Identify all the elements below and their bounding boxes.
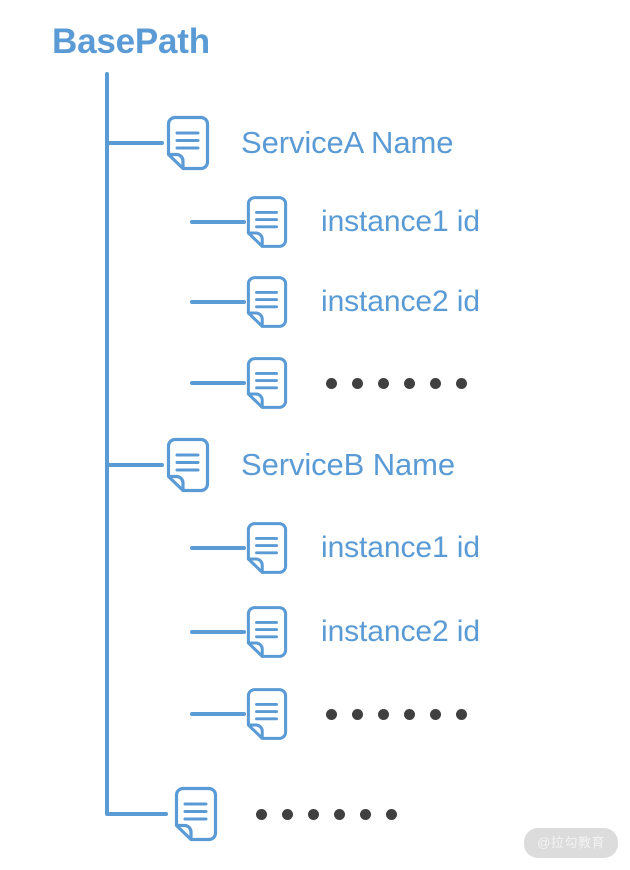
ellipsis-dot xyxy=(404,708,415,720)
ellipsis-dot xyxy=(352,708,363,720)
ellipsis-dot xyxy=(456,708,467,720)
ellipsis-dot xyxy=(360,808,371,820)
ellipsis-dot xyxy=(256,808,267,820)
ellipsis-dots xyxy=(326,708,467,720)
document-icon xyxy=(166,437,210,493)
tree-node-label: ServiceB Name xyxy=(241,447,456,482)
document-icon xyxy=(246,275,288,329)
page-title: BasePath xyxy=(52,22,210,61)
connector-service-a-instance-1 xyxy=(190,220,246,224)
connector-service-b-instance-1 xyxy=(190,546,246,550)
tree-trunk-line xyxy=(105,72,109,816)
document-icon xyxy=(246,605,288,659)
connector-root-more xyxy=(107,812,168,816)
ellipsis-dot xyxy=(378,377,389,389)
ellipsis-dot xyxy=(430,708,441,720)
document-icon xyxy=(246,195,288,249)
ellipsis-dot xyxy=(326,377,337,389)
connector-service-b-more xyxy=(190,712,246,716)
connector-service-a xyxy=(107,141,164,145)
tree-node-service-a-instance-1[interactable]: instance1 id xyxy=(246,195,480,249)
ellipsis-dot xyxy=(456,377,467,389)
ellipsis-dot xyxy=(282,808,293,820)
ellipsis-dot xyxy=(404,377,415,389)
tree-node-root-more[interactable] xyxy=(174,786,397,842)
tree-node-label: instance2 id xyxy=(321,285,480,318)
connector-service-a-instance-2 xyxy=(190,300,246,304)
tree-node-label: instance1 id xyxy=(321,531,480,564)
connector-service-a-more xyxy=(190,381,246,385)
document-icon xyxy=(174,786,218,842)
ellipsis-dot xyxy=(326,708,337,720)
tree-node-label: instance2 id xyxy=(321,615,480,648)
document-icon xyxy=(246,521,288,575)
tree-node-label: instance1 id xyxy=(321,205,480,238)
tree-node-service-a[interactable]: ServiceA Name xyxy=(166,115,453,171)
connector-service-b-instance-2 xyxy=(190,630,246,634)
document-icon xyxy=(246,687,288,741)
tree-node-service-b-instance-2[interactable]: instance2 id xyxy=(246,605,480,659)
ellipsis-dot xyxy=(352,377,363,389)
ellipsis-dots xyxy=(326,377,467,389)
tree-node-service-a-more[interactable] xyxy=(246,356,467,410)
ellipsis-dots xyxy=(256,808,397,820)
ellipsis-dot xyxy=(430,377,441,389)
tree-node-service-b-more[interactable] xyxy=(246,687,467,741)
tree-node-service-b[interactable]: ServiceB Name xyxy=(166,437,455,493)
watermark-badge: @拉勾教育 xyxy=(524,828,618,858)
document-icon xyxy=(166,115,210,171)
tree-node-service-b-instance-1[interactable]: instance1 id xyxy=(246,521,480,575)
tree-node-label: ServiceA Name xyxy=(241,125,454,160)
document-icon xyxy=(246,356,288,410)
ellipsis-dot xyxy=(386,808,397,820)
connector-service-b xyxy=(107,463,164,467)
tree-node-service-a-instance-2[interactable]: instance2 id xyxy=(246,275,480,329)
ellipsis-dot xyxy=(334,808,345,820)
ellipsis-dot xyxy=(378,708,389,720)
ellipsis-dot xyxy=(308,808,319,820)
